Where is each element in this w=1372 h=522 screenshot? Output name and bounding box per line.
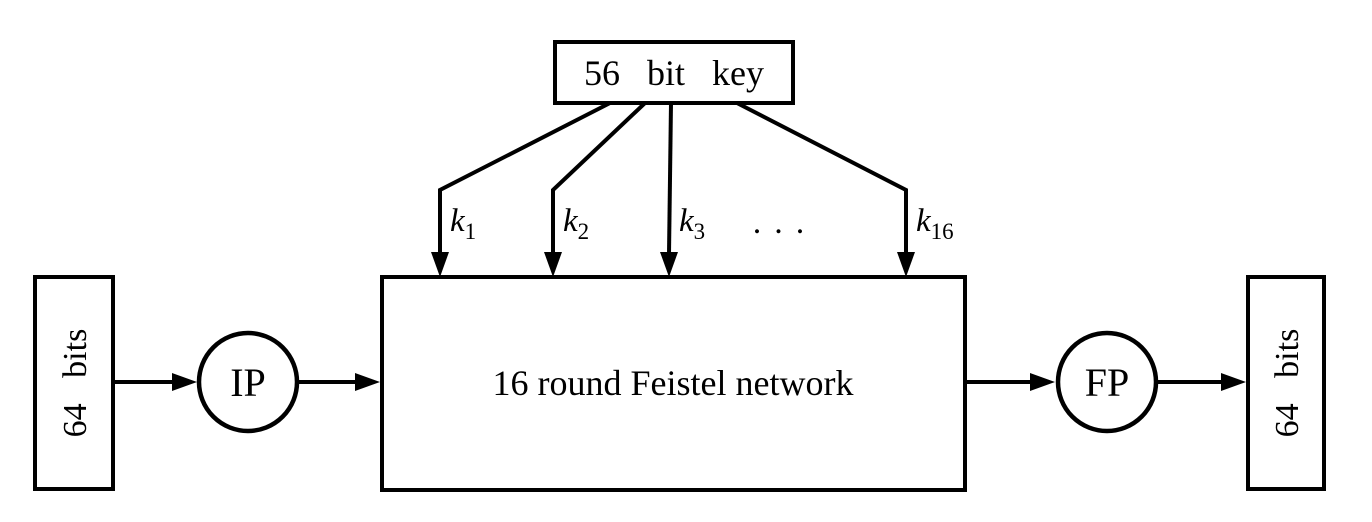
- feistel-box-group: 16 round Feistel network: [380, 275, 967, 492]
- round-key-sub-1: 1: [465, 219, 477, 244]
- round-key-sub-16: 16: [931, 219, 954, 244]
- arrow-feistel-to-fp: [965, 373, 1055, 391]
- arrowhead-right-icon: [1221, 373, 1246, 391]
- round-key-wire-3: [667, 102, 673, 255]
- fp-node-group: FP: [1055, 330, 1159, 434]
- round-key-arrow-1: [431, 101, 611, 277]
- arrowhead-right-icon: [172, 373, 197, 391]
- output-bits-box: [1246, 275, 1326, 491]
- round-key-var-1: k: [450, 203, 466, 239]
- round-key-label-1: k1: [450, 203, 476, 244]
- input-box-group: 64 bits: [33, 275, 115, 491]
- fp-node: [1055, 330, 1159, 434]
- round-key-var-3: k: [679, 203, 695, 239]
- round-key-label-3: k3: [679, 203, 705, 244]
- round-key-arrow-2: [544, 101, 647, 277]
- key-box: [553, 40, 795, 105]
- round-key-arrow-16: [736, 101, 915, 277]
- arrowhead-down-icon: [897, 252, 915, 277]
- input-bits-box: [33, 275, 115, 491]
- key-box-label: 56 bit key: [584, 53, 764, 93]
- arrowhead-down-icon: [544, 252, 562, 277]
- fp-node-label: FP: [1085, 360, 1130, 405]
- feistel-box-label: 16 round Feistel network: [493, 363, 854, 403]
- round-key-wire-1: [438, 101, 611, 254]
- round-key-var-2: k: [563, 203, 579, 239]
- output-box-group: 64 bits: [1246, 275, 1326, 491]
- feistel-box: [380, 275, 967, 492]
- ip-node-group: IP: [196, 330, 300, 434]
- ip-node: [196, 330, 300, 434]
- arrow-fp-to-output: [1157, 373, 1246, 391]
- round-key-wire-2: [551, 101, 647, 254]
- input-bits-label: 64 bits: [57, 329, 94, 438]
- arrow-ip-to-feistel: [299, 373, 380, 391]
- round-key-wire-16: [736, 101, 908, 254]
- arrowhead-right-icon: [1030, 373, 1055, 391]
- arrowhead-down-icon: [660, 252, 678, 277]
- ellipsis-label: ...: [753, 204, 818, 241]
- round-key-arrow-3: [660, 102, 678, 277]
- round-key-sub-3: 3: [694, 219, 706, 244]
- round-key-label-16: k16: [916, 203, 954, 244]
- arrowhead-down-icon: [431, 252, 449, 277]
- round-key-sub-2: 2: [578, 219, 590, 244]
- key-box-group: 56 bit key: [553, 40, 795, 105]
- round-key-label-2: k2: [563, 203, 589, 244]
- arrow-input-to-ip: [113, 373, 197, 391]
- ip-node-label: IP: [230, 360, 266, 405]
- round-key-var-16: k: [916, 203, 932, 239]
- output-bits-label: 64 bits: [1269, 329, 1306, 438]
- arrowhead-right-icon: [355, 373, 380, 391]
